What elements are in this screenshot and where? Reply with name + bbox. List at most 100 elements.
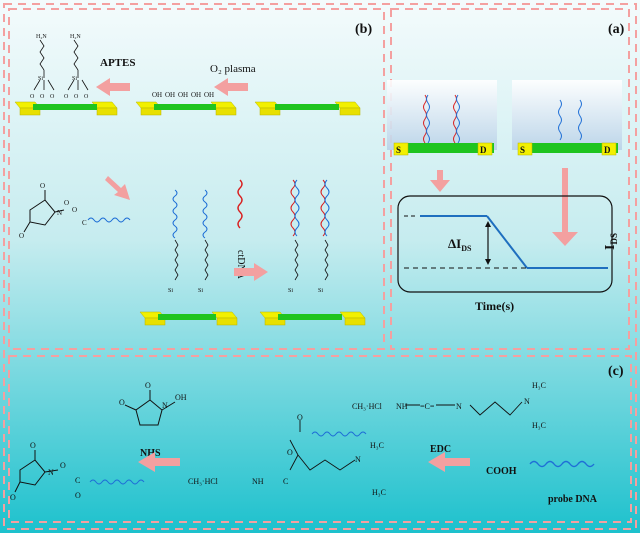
arrow-edc [428,452,470,472]
edc-molecule [405,401,523,416]
panel-c-label: (c) [608,364,624,379]
arrow-to-coupling [105,176,130,200]
drain-label-1: D [480,145,487,155]
svg-text:O: O [19,232,24,240]
aptes-label: APTES [100,57,135,69]
probe-dna-strand-b1 [87,217,131,223]
intermediate-text: CH₃·HCl NH C O O N H₃C H₃C [188,413,386,497]
device-bare [254,101,361,116]
svg-text:H₃C: H₃C [532,421,546,430]
svg-text:N: N [524,397,530,406]
svg-text:Si: Si [318,288,323,294]
fet-after [512,80,622,156]
svg-text:O: O [64,94,69,100]
svg-text:OH: OH [152,91,162,99]
nhs-probe-reagent [23,190,65,233]
svg-text:CH₃·HCl: CH₃·HCl [352,402,383,411]
nhs-molecule [124,390,176,426]
svg-text:O: O [72,206,77,214]
edc-label: EDC [430,444,451,455]
svg-text:O: O [30,94,35,100]
svg-text:C: C [82,219,87,227]
nhs-text: O N OH O [119,381,187,410]
arrow-plasma [214,78,248,96]
svg-text:=C=: =C= [420,402,435,411]
svg-text:O: O [119,398,125,407]
svg-text:NH: NH [396,402,408,411]
svg-text:O: O [74,94,79,100]
svg-text:O: O [40,94,45,100]
svg-text:OH: OH [165,91,175,99]
probe-dna-strand-c3 [529,460,595,468]
svg-text:Si: Si [198,288,203,294]
svg-text:O: O [297,413,303,422]
arrows-to-plot [430,168,578,246]
svg-text:O: O [84,94,89,100]
delta-label: ΔIDS [448,236,472,253]
svg-text:O: O [64,199,69,207]
svg-text:OH: OH [178,91,188,99]
panel-a-border [390,8,630,350]
svg-text:N: N [456,402,462,411]
outer-border [3,3,637,530]
probe-dna-strand-c2 [89,479,145,485]
svg-text:O: O [287,448,293,457]
plot-box [397,195,613,293]
panel-a-label: (a) [608,22,625,37]
svg-text:OH: OH [191,91,201,99]
probe-dna-label: probe DNA [548,494,598,505]
xaxis-label: Time(s) [475,299,514,313]
svg-text:O: O [145,381,151,390]
ctdna-strand [237,179,243,229]
arrow-aptes [96,78,130,96]
svg-text:H₃C: H₃C [532,381,546,390]
svg-text:OH: OH [204,91,214,99]
svg-text:NH: NH [252,477,264,486]
cooh-label: COOH [486,466,517,477]
svg-text:Si: Si [72,76,77,82]
svg-text:H₂N: H₂N [70,34,81,40]
svg-text:C: C [75,476,80,485]
svg-text:H₂N: H₂N [36,34,47,40]
device-probe-immobilized: Si Si [139,189,238,326]
svg-text:Si: Si [168,288,173,294]
yaxis-label: IDS [603,233,619,250]
svg-text:N: N [162,401,168,410]
nhs-probe-text: OON OOC [19,182,87,240]
svg-text:O: O [10,493,16,502]
ctdna-label: ctDNA [235,250,246,280]
nhs-ester-molecule [14,450,59,493]
source-label-2: S [520,145,525,155]
svg-text:H₃C: H₃C [370,441,384,450]
curve-drop [486,215,528,269]
svg-text:H₃C: H₃C [372,488,386,497]
svg-text:Si: Si [288,288,293,294]
intermediate-molecule [289,420,356,471]
plasma-label: O₂ plasma [210,63,256,75]
probe-dna-strand-c1 [311,431,367,437]
svg-text:N: N [355,455,361,464]
svg-text:N: N [57,209,62,217]
panel-c-border [8,355,632,523]
source-label-1: S [396,145,401,155]
svg-text:O: O [60,461,66,470]
nhs-label: NHS [140,448,161,459]
svg-text:C: C [283,477,288,486]
arrow-nhs [138,452,180,472]
arrow-hybridize [234,263,268,281]
panel-b-label: (b) [355,22,372,37]
device-hybridized: Si Si [259,179,366,326]
drain-label-2: D [604,145,611,155]
svg-text:O: O [75,491,81,500]
svg-text:OH: OH [175,393,187,402]
panel-b-border [8,8,385,350]
fet-before [387,80,497,156]
svg-text:CH₃·HCl: CH₃·HCl [188,477,219,486]
edc-text: CH₃·HCl NH =C= N N H₃C H₃C [352,381,546,430]
